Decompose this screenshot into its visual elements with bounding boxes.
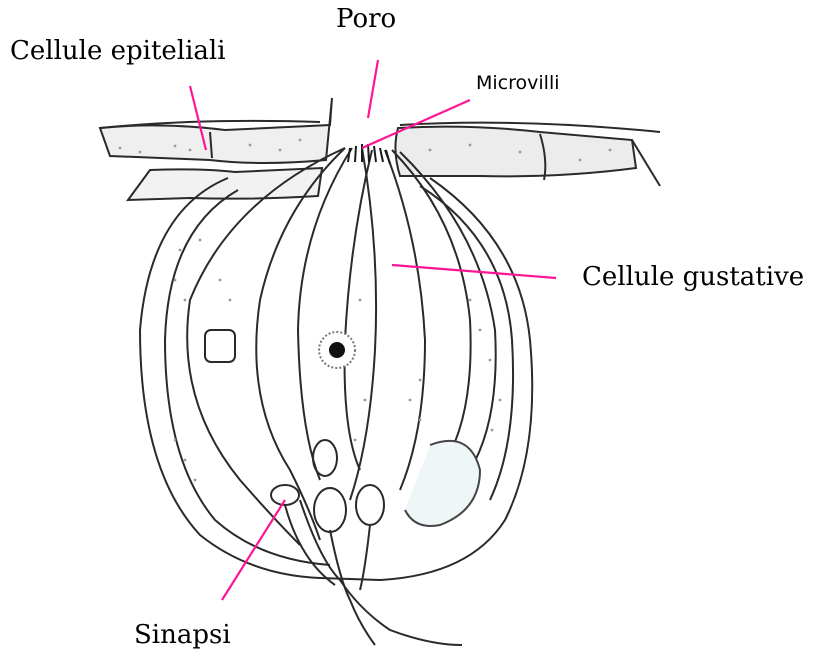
leader-sinapsi [222, 500, 285, 600]
microvilli-tufts [348, 144, 390, 164]
label-poro: Poro [336, 4, 396, 34]
label-cellule-epiteliali: Cellule epiteliali [10, 36, 226, 66]
label-cellule-gustative: Cellule gustative [582, 262, 804, 292]
leader-poro [368, 60, 378, 118]
label-microvilli: Microvilli [476, 72, 560, 94]
label-sinapsi: Sinapsi [134, 620, 231, 650]
taste-bud-outline [140, 178, 532, 580]
leader-cellule-gustative [392, 265, 556, 278]
